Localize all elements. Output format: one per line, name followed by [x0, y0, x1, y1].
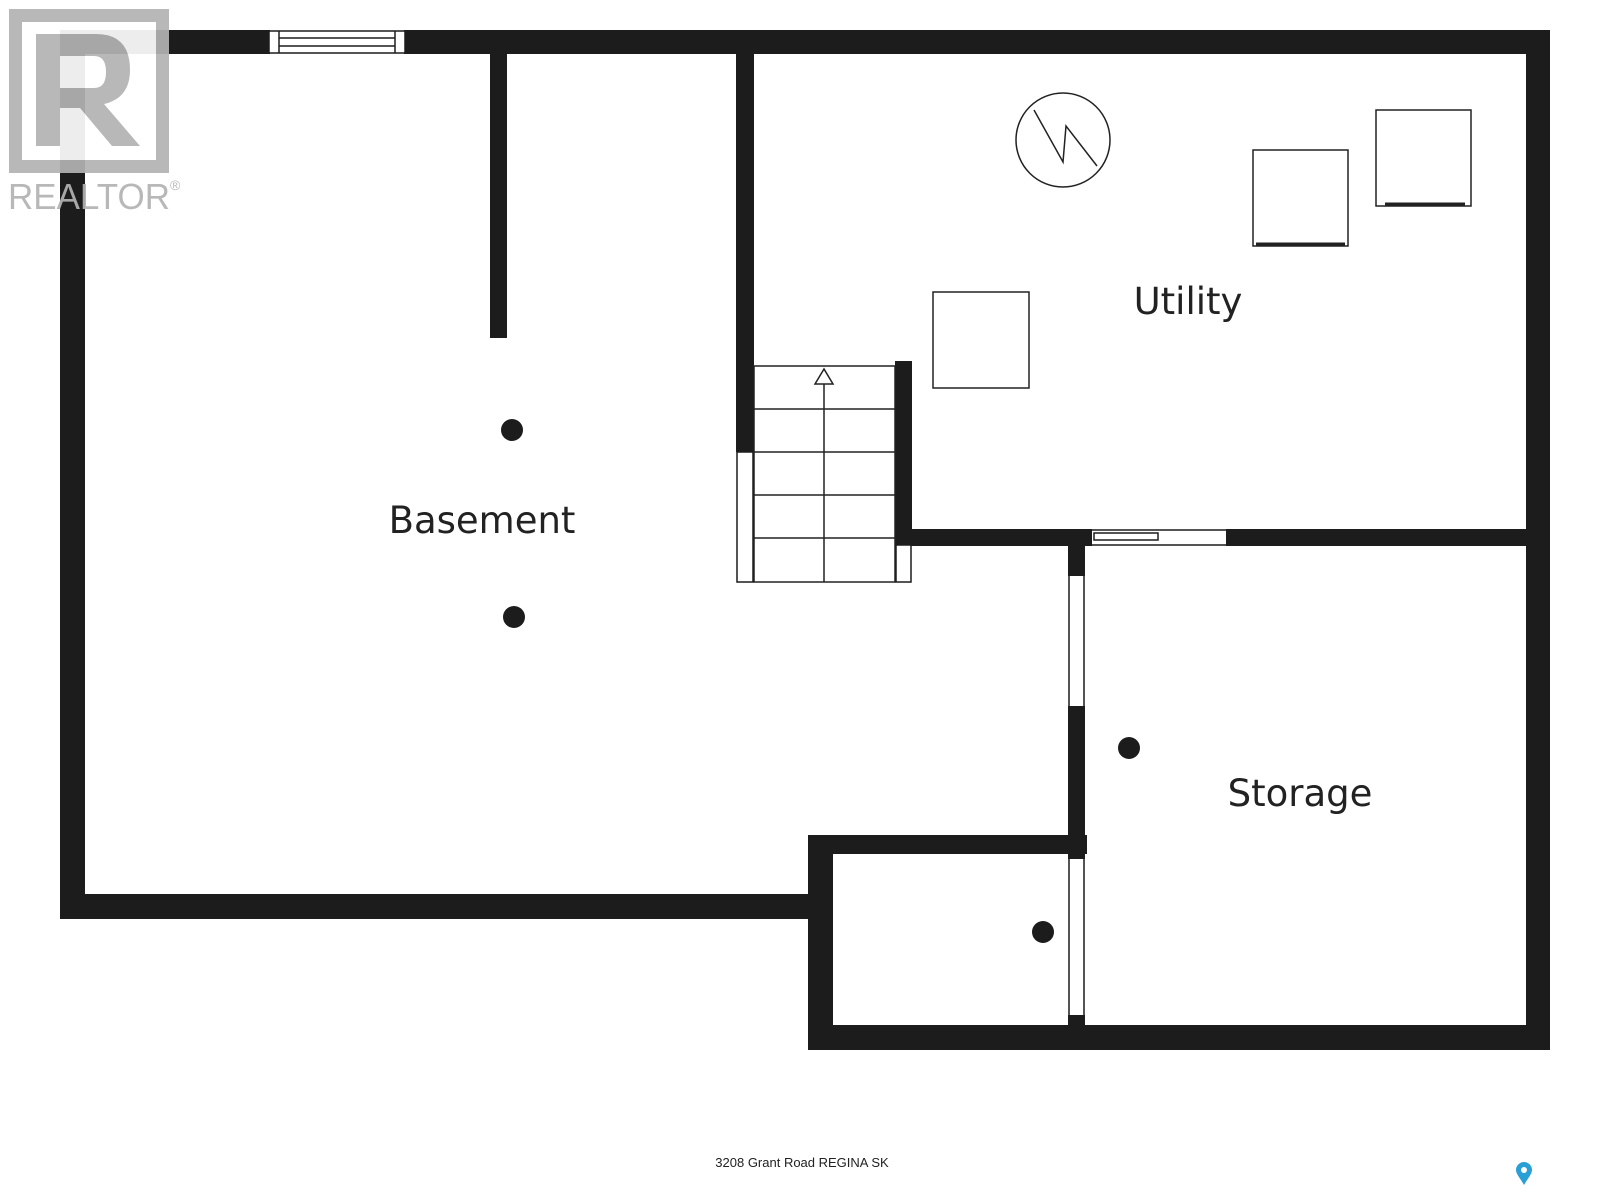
utility-fixtures [932, 92, 1472, 389]
wall-utility-bottom-right [1226, 529, 1526, 546]
wall-stair-right [895, 361, 912, 545]
wall-right [1526, 30, 1550, 1050]
address-caption: 3208 Grant Road REGINA SK [715, 1155, 889, 1170]
openings [268, 30, 1226, 1015]
wall-bottom [808, 1025, 1550, 1050]
wall-storage-left-2 [1068, 706, 1085, 859]
location-pin-icon [1516, 1162, 1532, 1185]
dryer-icon [1375, 109, 1472, 207]
opening-storage-left-2 [1068, 859, 1085, 1015]
water-heater-icon [1015, 92, 1111, 188]
wall-basement-stub [490, 54, 507, 338]
room-label-basement: Basement [389, 499, 576, 542]
stair-direction-arrow-icon [813, 367, 835, 385]
realtor-r-icon [9, 9, 169, 173]
room-label-utility: Utility [1134, 280, 1243, 323]
wall-closet-top [808, 835, 1087, 854]
wall-stair-left [736, 54, 754, 452]
wall-bottom-left [60, 894, 818, 919]
realtor-registered-mark: ® [170, 177, 181, 193]
wall-step-vertical [808, 835, 833, 1047]
realtor-logo: REALTOR ® [8, 9, 181, 217]
post-storage [1118, 737, 1140, 759]
furnace-icon [932, 291, 1030, 389]
opening-storage-left-1 [1068, 576, 1085, 706]
walls [60, 30, 1550, 1050]
realtor-wordmark: REALTOR [8, 176, 170, 217]
wall-utility-bottom-left [895, 529, 1092, 546]
window-top [268, 30, 406, 54]
stair-rail-right [895, 544, 912, 583]
post-basement-1 [501, 419, 523, 441]
washer-icon [1252, 149, 1349, 247]
door-utility-storage [1092, 529, 1226, 546]
wall-storage-left-1 [1068, 529, 1085, 576]
staircase [753, 365, 896, 583]
post-closet [1032, 921, 1054, 943]
support-posts [501, 419, 1140, 943]
post-basement-2 [503, 606, 525, 628]
room-label-storage: Storage [1228, 772, 1373, 815]
wall-storage-left-3 [1068, 1015, 1085, 1050]
stair-rail-left [736, 451, 754, 583]
wall-left [60, 30, 85, 918]
wall-top-right [404, 30, 1550, 54]
